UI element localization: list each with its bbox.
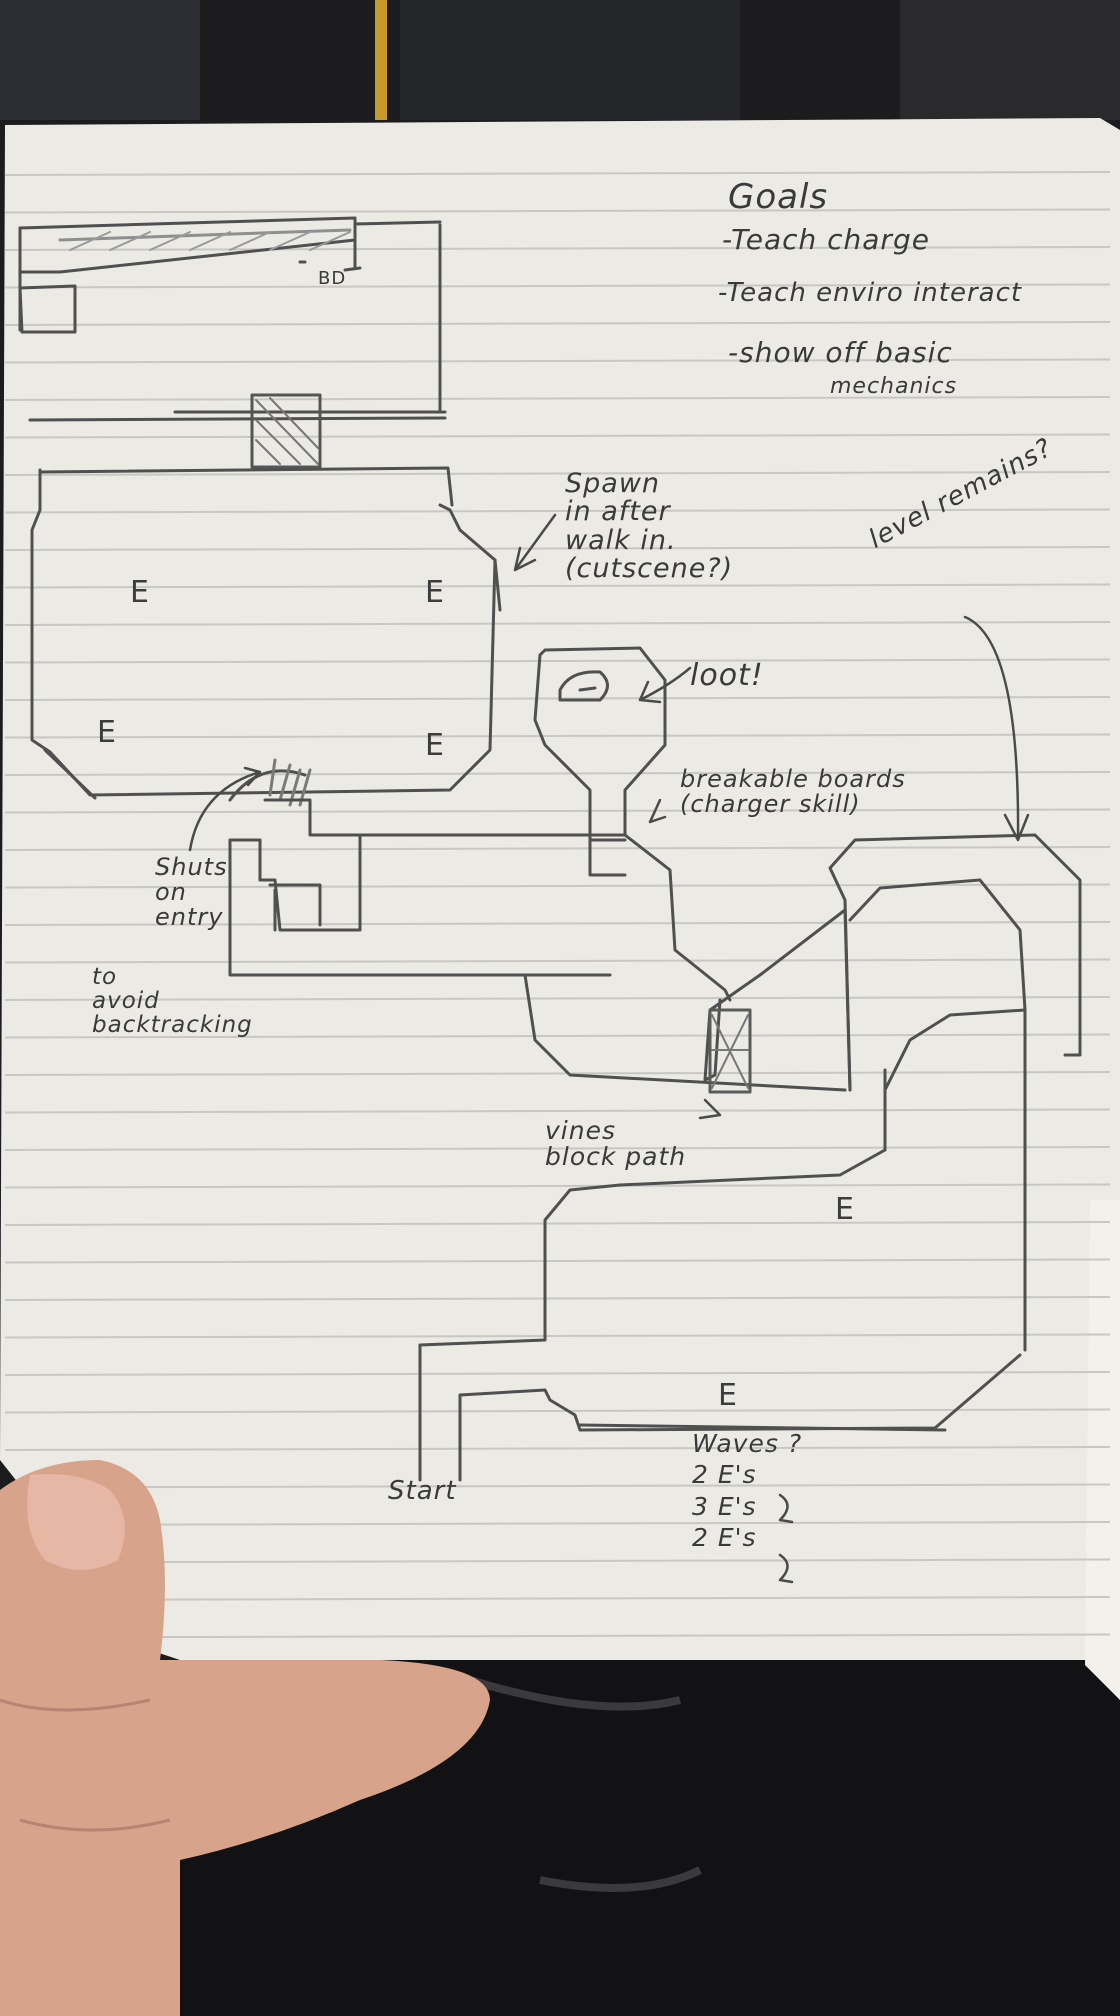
rule-line [4,1483,1111,1489]
pencil-object [375,0,387,120]
enemy-marker: E [425,575,444,610]
enemy-marker: E [718,1378,737,1413]
rule-line [4,1108,1111,1114]
rule-line [4,1146,1111,1151]
rule-line [4,1596,1111,1601]
shuts-note: Shuts on entry [155,853,228,932]
rule-line [4,396,1111,401]
rule-line [4,208,1111,214]
rule-line [4,1183,1111,1189]
rule-line [4,508,1111,514]
goal-teach-enviro: -Teach enviro interact [718,278,1023,308]
shelf [0,0,200,120]
rule-line [4,1258,1111,1264]
rule-line [4,358,1111,364]
rule-line [4,433,1111,439]
rule-line [4,1221,1111,1226]
book-spine [400,0,740,120]
rule-line [4,621,1111,626]
rule-line [4,1333,1111,1339]
rule-line [4,283,1111,289]
bd-label: BD [318,268,347,289]
goals-title: Goals [728,177,829,217]
ruled-lines [4,171,1111,1639]
paper-sheet [0,118,1120,1700]
enemy-marker: E [425,728,444,763]
arrows [188,513,1030,1584]
rule-line [4,733,1111,739]
thumbnail [27,1474,125,1570]
rule-line [4,921,1111,926]
rule-line [4,696,1111,701]
goal-mechanics: mechanics [830,374,958,399]
rule-line [4,471,1111,476]
loot-note: loot! [690,658,764,693]
rule-line [4,771,1111,776]
rule-line [4,1071,1111,1076]
rule-line [4,171,1111,176]
level-sketch [18,216,1082,1482]
rule-line [4,1521,1111,1526]
rule-line [4,1446,1111,1451]
rule-line [4,958,1111,964]
waves-note: Waves ? 2 E's 3 E's 2 E's [692,1429,803,1552]
rule-line [4,1296,1111,1301]
avoid-backtracking-note: to avoid backtracking [92,964,253,1039]
start-label: Start [388,1476,457,1506]
rule-line [4,658,1111,664]
enemy-marker: E [835,1192,854,1227]
rule-line [4,1558,1111,1564]
rule-line [4,808,1111,814]
goal-show-mechanics: -show off basic [728,336,953,369]
goal-teach-charge: -Teach charge [722,223,930,256]
rule-line [4,546,1111,551]
rule-line [4,1408,1111,1414]
rule-line [4,1033,1111,1039]
spawn-note: Spawn in after walk in. (cutscene?) [565,468,734,585]
vines-note: vines block path [545,1116,687,1172]
rule-line [4,996,1111,1001]
breakable-boards-note: breakable boards (charger skill) [680,765,906,819]
rule-line [4,1371,1111,1376]
thumb [0,1460,490,2016]
enemy-marker: E [130,575,149,610]
enemy-marker: E [97,715,116,750]
rule-line [4,583,1111,589]
rule-line [4,1633,1111,1639]
rule-line [4,321,1111,326]
